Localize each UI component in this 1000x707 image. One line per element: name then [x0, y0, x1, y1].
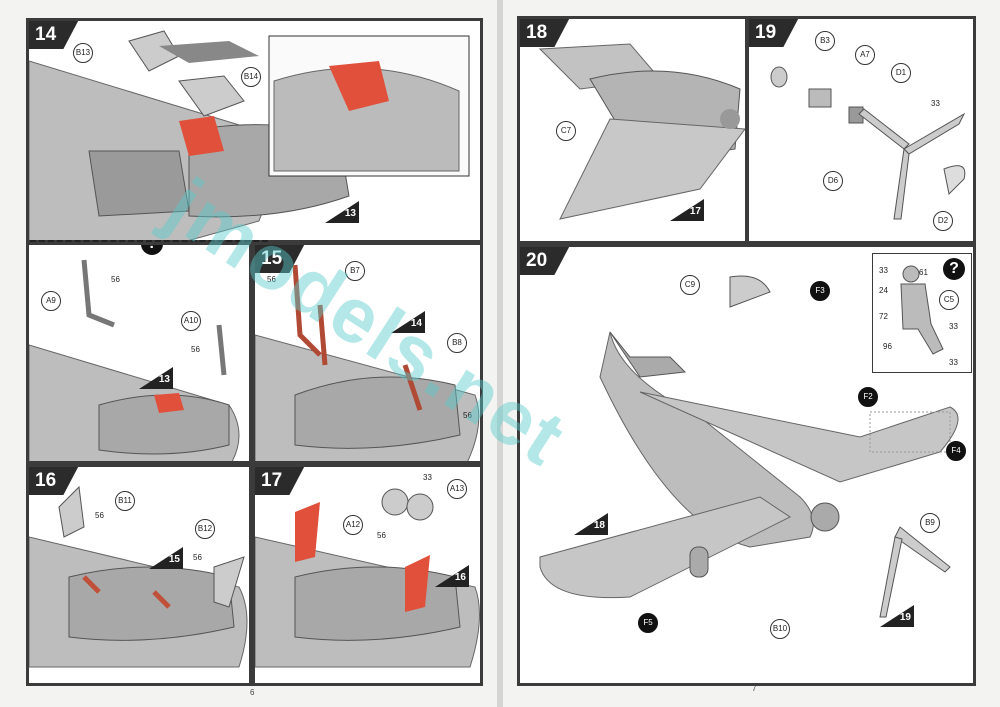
page-gutter	[497, 0, 503, 707]
part-label-b9: B9	[920, 513, 940, 533]
part-label-c9: C9	[680, 275, 700, 295]
step-17-panel: 17 A12 33 56 A13 16	[252, 464, 483, 686]
part-label-f3: F3	[810, 281, 830, 301]
part-label-b14: B14	[241, 67, 261, 87]
part-label-f2: F2	[858, 387, 878, 407]
cement-label: 56	[191, 345, 200, 354]
cement-label: 56	[267, 275, 276, 284]
step-15-panel: 15 56 B7 B8 56 14	[252, 242, 483, 464]
cement-label: 33	[423, 473, 432, 482]
pilot-inset: ? 33 61 24 C5 72 96 33 33	[872, 253, 972, 373]
part-label-c7: C7	[556, 121, 576, 141]
paint-label: 96	[883, 342, 892, 351]
page-number-left: 6	[250, 688, 255, 697]
step-16-panel: 16 B11 56 B12 56 15	[26, 464, 252, 686]
help-icon: ?	[943, 258, 965, 280]
step-19-panel: 19 B3 A7 D1 33 D6 D2	[746, 16, 976, 244]
part-label-c5: C5	[939, 290, 959, 310]
paint-label: 33	[879, 266, 888, 275]
step-14-number: 14	[29, 21, 79, 49]
part-label-a13: A13	[447, 479, 467, 499]
step-20-drawing	[539, 275, 959, 618]
step-15-drawing	[255, 264, 480, 461]
cement-label: 56	[463, 411, 472, 420]
part-label-b10: B10	[770, 619, 790, 639]
part-label-b8: B8	[447, 333, 467, 353]
paint-label: 33	[949, 358, 958, 367]
step-14-panel: 14 B13 B14 13	[26, 18, 483, 243]
step-19-number: 19	[749, 19, 799, 47]
cement-label: 56	[95, 511, 104, 520]
step-17-drawing	[255, 488, 480, 668]
part-label-a12: A12	[343, 515, 363, 535]
part-label-a10: A10	[181, 311, 201, 331]
step-14-drawing	[29, 30, 470, 240]
part-label-a7: A7	[855, 45, 875, 65]
cement-label: 56	[193, 553, 202, 562]
cement-label: 56	[377, 531, 386, 540]
cement-label: 56	[111, 275, 120, 284]
part-label-b7: B7	[345, 261, 365, 281]
part-label-f5: F5	[638, 613, 658, 633]
step-17-number: 17	[255, 467, 305, 495]
cement-label: 33	[931, 99, 940, 108]
step-18-drawing	[538, 43, 745, 220]
part-label-b3: B3	[815, 31, 835, 51]
part-label-b12: B12	[195, 519, 215, 539]
paint-label: 72	[879, 312, 888, 321]
step-14b-panel: ? A9 56 A10 56 13	[26, 242, 252, 464]
part-label-d2: D2	[933, 211, 953, 231]
step-16-drawing	[29, 485, 248, 668]
part-label-b11: B11	[115, 491, 135, 511]
part-label-f4: F4	[946, 441, 966, 461]
paint-label: 24	[879, 286, 888, 295]
step-18-panel: 18 C7 17	[517, 16, 748, 244]
step-19-drawing	[770, 66, 966, 220]
part-label-b13: B13	[73, 43, 93, 63]
part-label-d6: D6	[823, 171, 843, 191]
help-icon: ?	[141, 245, 163, 255]
step-15-number: 15	[255, 245, 305, 273]
paint-label: 33	[949, 322, 958, 331]
step-20-number: 20	[520, 247, 570, 275]
paint-label: 61	[919, 268, 928, 277]
part-label-a9: A9	[41, 291, 61, 311]
page-number-right: 7	[752, 684, 757, 693]
part-label-d1: D1	[891, 63, 911, 83]
step-divider-dashed	[30, 240, 268, 243]
step-14b-drawing	[29, 259, 240, 461]
pilot-figure	[900, 265, 944, 355]
step-20-panel: 20 C9 F3 F2 F4 B9 B10 F5 18 19 ? 33 61 2…	[517, 244, 976, 686]
